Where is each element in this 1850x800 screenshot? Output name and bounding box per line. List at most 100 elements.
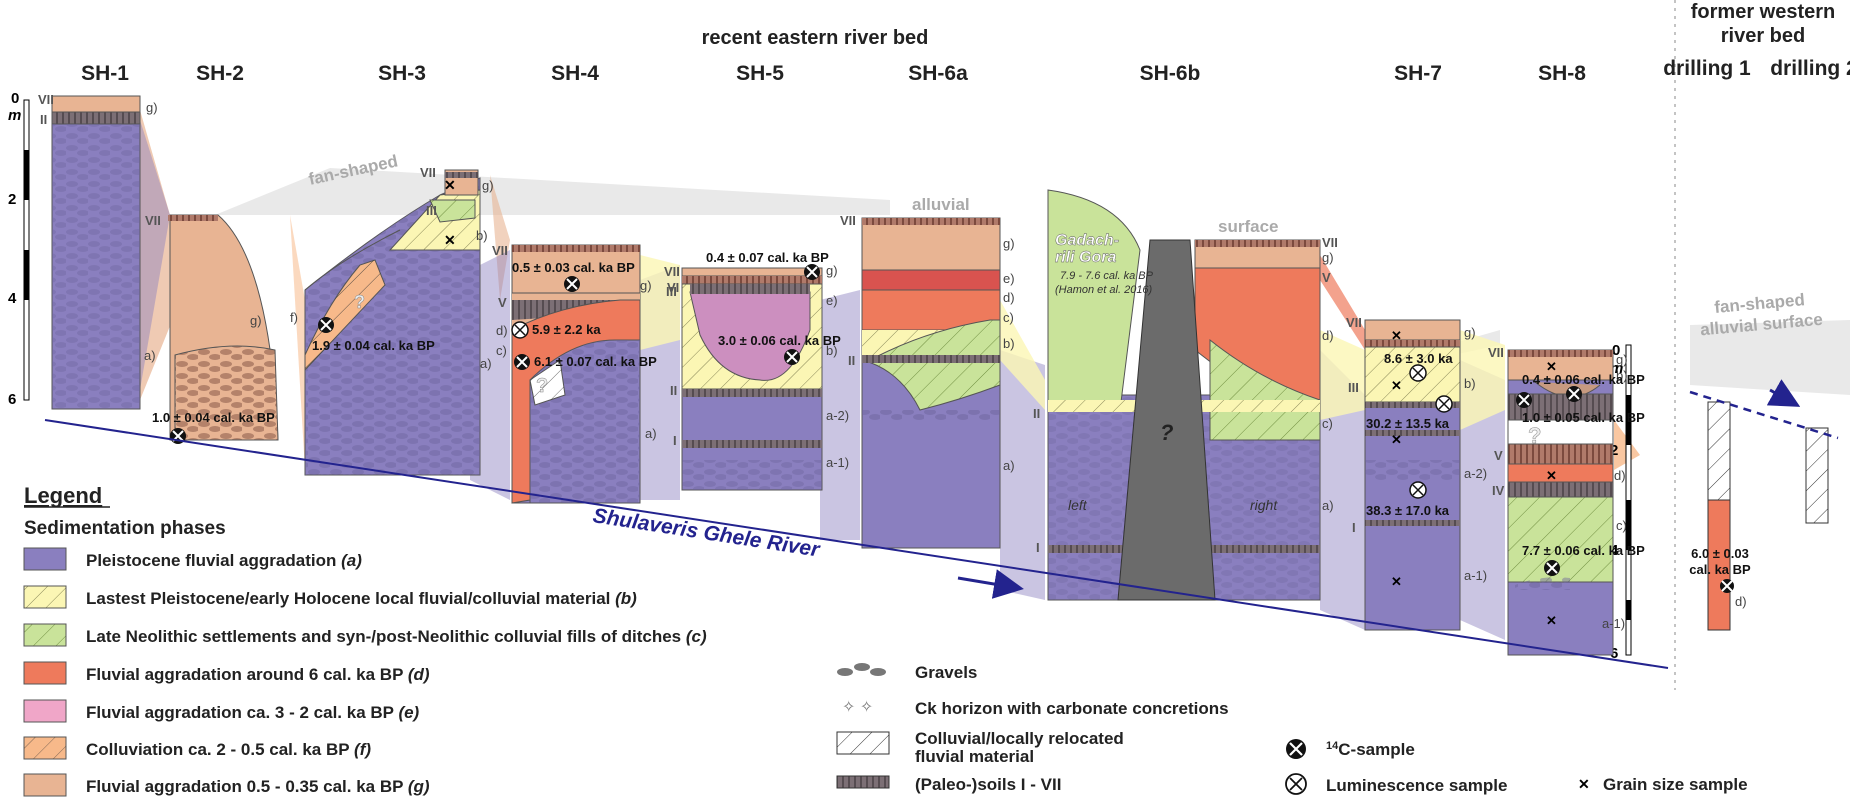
date-label: 0.4 ± 0.06 cal. ka BP bbox=[1522, 372, 1645, 387]
phase-label: g) bbox=[826, 263, 838, 278]
grain-size-icon: ✕ bbox=[1391, 432, 1402, 447]
scale-tick: 4 bbox=[1610, 542, 1619, 559]
legend-phase-text: Fluvial aggradation 0.5 - 0.35 cal. ka B… bbox=[86, 777, 403, 796]
question-mark: ? bbox=[354, 292, 365, 312]
legend-phase-f: Colluviation ca. 2 - 0.5 cal. ka BP (f) bbox=[23, 736, 371, 760]
profile-sh-4: VII V g) d) c) a) 0.5 ± 0.03 cal. ka BP … bbox=[492, 243, 657, 504]
legend: Legend Sedimentation phases Pleistocene … bbox=[23, 483, 1748, 797]
grain-size-icon: ✕ bbox=[1546, 613, 1557, 628]
soil-label: II bbox=[40, 112, 47, 127]
section-title: SH-6b bbox=[1140, 62, 1201, 85]
legend-phase-code: (b) bbox=[615, 589, 637, 608]
soil-label: VII bbox=[1346, 315, 1362, 330]
legend-luminescence: Luminescence sample bbox=[1285, 773, 1507, 795]
recent-river-bed-header: recent eastern river bed bbox=[702, 27, 929, 49]
legend-phase-c: Late Neolithic settlements and syn-/post… bbox=[23, 623, 707, 647]
phase-label: c) bbox=[496, 343, 507, 358]
legend-symbol-text: Ck horizon with carbonate concretions bbox=[915, 699, 1229, 718]
date-label: 1.0 ± 0.04 cal. ka BP bbox=[152, 410, 275, 425]
drilling-2 bbox=[1805, 427, 1829, 524]
phase-label: b) bbox=[1003, 336, 1015, 351]
phase-label: f) bbox=[290, 310, 298, 325]
phase-label: c) bbox=[1322, 416, 1333, 431]
section-title: SH-5 bbox=[736, 62, 784, 85]
svg-text:Pleistocene fluvial aggradatio: Pleistocene fluvial aggradation (a) bbox=[86, 551, 362, 570]
legend-colluvial: Colluvial/locally relocated fluvial mate… bbox=[836, 729, 1124, 766]
phase-label: d) bbox=[496, 323, 508, 338]
soil-label: V bbox=[1494, 448, 1503, 463]
phase-label: g) bbox=[640, 278, 652, 293]
phase-label: b) bbox=[476, 228, 488, 243]
legend-gravels: Gravels bbox=[837, 663, 977, 682]
legend-phase-code: (e) bbox=[398, 703, 419, 722]
legend-phase-text: Late Neolithic settlements and syn-/post… bbox=[86, 627, 681, 646]
legend-phase-e: Fluvial aggradation ca. 3 - 2 cal. ka BP… bbox=[23, 699, 420, 723]
phase-label: b) bbox=[1616, 368, 1628, 383]
soil-label: I bbox=[1036, 540, 1040, 555]
river-bed-line bbox=[44, 419, 1669, 669]
legend-title: Legend bbox=[24, 483, 102, 508]
phase-label: g) bbox=[1322, 250, 1334, 265]
phase-label: a-1) bbox=[826, 455, 849, 470]
legend-phase-b: Lastest Pleistocene/early Holocene local… bbox=[23, 585, 637, 609]
soil-label: III bbox=[666, 284, 677, 299]
profile-sh-8: VII V IV ? g) b) d) c) a-1) 0.4 ± 0.06 c… bbox=[1488, 345, 1645, 656]
site-reference: (Hamon et al. 2016) bbox=[1055, 284, 1153, 296]
grain-size-icon: ✕ bbox=[1546, 359, 1557, 374]
phase-label: g) bbox=[1003, 236, 1015, 251]
river-flow-arrow bbox=[957, 569, 1024, 599]
legend-sample-text: C-sample bbox=[1338, 740, 1415, 759]
date-label: 0.5 ± 0.03 cal. ka BP bbox=[512, 260, 635, 275]
phase-label: d) bbox=[1735, 594, 1747, 609]
phase-label: b) bbox=[1464, 376, 1476, 391]
section-title: SH-1 bbox=[81, 62, 129, 85]
legend-phase-code: (c) bbox=[686, 627, 707, 646]
profile-sh-2: VII g) 1.0 ± 0.04 cal. ka BP bbox=[145, 213, 279, 444]
scale-tick: 2 bbox=[8, 191, 16, 208]
legend-phase-text: Fluvial aggradation around 6 cal. ka BP bbox=[86, 665, 403, 684]
date-label: cal. ka BP bbox=[1689, 562, 1751, 577]
soil-label: I bbox=[1352, 520, 1356, 535]
phase-label: g) bbox=[250, 313, 262, 328]
phase-label: e) bbox=[1003, 271, 1015, 286]
carbonate-concretion-icon: ✧ ✧ bbox=[842, 699, 873, 716]
phase-label: a) bbox=[1322, 498, 1334, 513]
section-titles: SH-1 SH-2 SH-3 SH-4 SH-5 SH-6a SH-6b SH-… bbox=[81, 62, 1586, 85]
profile-sh-5: VII VI III II I g) e) b) a-2) a-1) 0.4 ±… bbox=[664, 250, 849, 491]
legend-symbol-text: fluvial material bbox=[915, 747, 1034, 766]
profile-sh-1: VII II g) a) bbox=[38, 92, 158, 410]
grain-size-icon: ✕ bbox=[1391, 378, 1402, 393]
phase-label: a-2) bbox=[1464, 466, 1487, 481]
svg-text:Colluviation ca. 2 - 0.5 cal.: Colluviation ca. 2 - 0.5 cal. ka BP (f) bbox=[86, 740, 371, 759]
drilling-1-label: drilling 1 bbox=[1663, 57, 1751, 80]
soil-label: II bbox=[1033, 406, 1040, 421]
flow-arrow bbox=[1766, 379, 1801, 407]
legend-phase-g: Fluvial aggradation 0.5 - 0.35 cal. ka B… bbox=[23, 773, 430, 797]
soil-label: VII bbox=[664, 264, 680, 279]
profile-sh-6b: ? Gadach- rili Gora 7.9 - 7.6 cal. ka BP… bbox=[1033, 189, 1338, 601]
legend-symbol-text: Gravels bbox=[915, 663, 977, 682]
legend-phase-a: Pleistocene fluvial aggradation (a) bbox=[23, 547, 362, 571]
scale-tick: 6 bbox=[8, 391, 16, 408]
grain-size-icon: ✕ bbox=[1578, 776, 1590, 792]
phase-label: b) bbox=[826, 343, 838, 358]
date-label: 7.7 ± 0.06 cal. ka BP bbox=[1522, 543, 1645, 558]
legend-grain-size: ✕ Grain size sample bbox=[1578, 775, 1748, 794]
right-label: right bbox=[1250, 497, 1278, 513]
phase-label: a) bbox=[1003, 458, 1015, 473]
drilling-1: 6.0 ± 0.03 cal. ka BP d) bbox=[1689, 401, 1751, 631]
legend-sample-text: Luminescence sample bbox=[1326, 776, 1507, 795]
soil-label: VII bbox=[840, 213, 856, 228]
legend-phase-code: (d) bbox=[408, 665, 430, 684]
scale-tick: 0 bbox=[11, 90, 19, 107]
phase-label: a) bbox=[144, 348, 156, 363]
grain-size-icon: ✕ bbox=[444, 177, 456, 193]
river-name: Shulaveris Ghele River bbox=[591, 504, 822, 562]
scale-tick: 0 bbox=[1612, 342, 1620, 359]
date-label: 30.2 ± 13.5 ka bbox=[1366, 416, 1450, 431]
soil-label: III bbox=[426, 203, 437, 218]
grain-size-icon: ✕ bbox=[444, 232, 456, 248]
question-mark: ? bbox=[536, 375, 548, 397]
svg-text:Fluvial aggradation ca. 3 - 2: Fluvial aggradation ca. 3 - 2 cal. ka BP… bbox=[86, 703, 420, 722]
phase-label: d) bbox=[1322, 328, 1334, 343]
